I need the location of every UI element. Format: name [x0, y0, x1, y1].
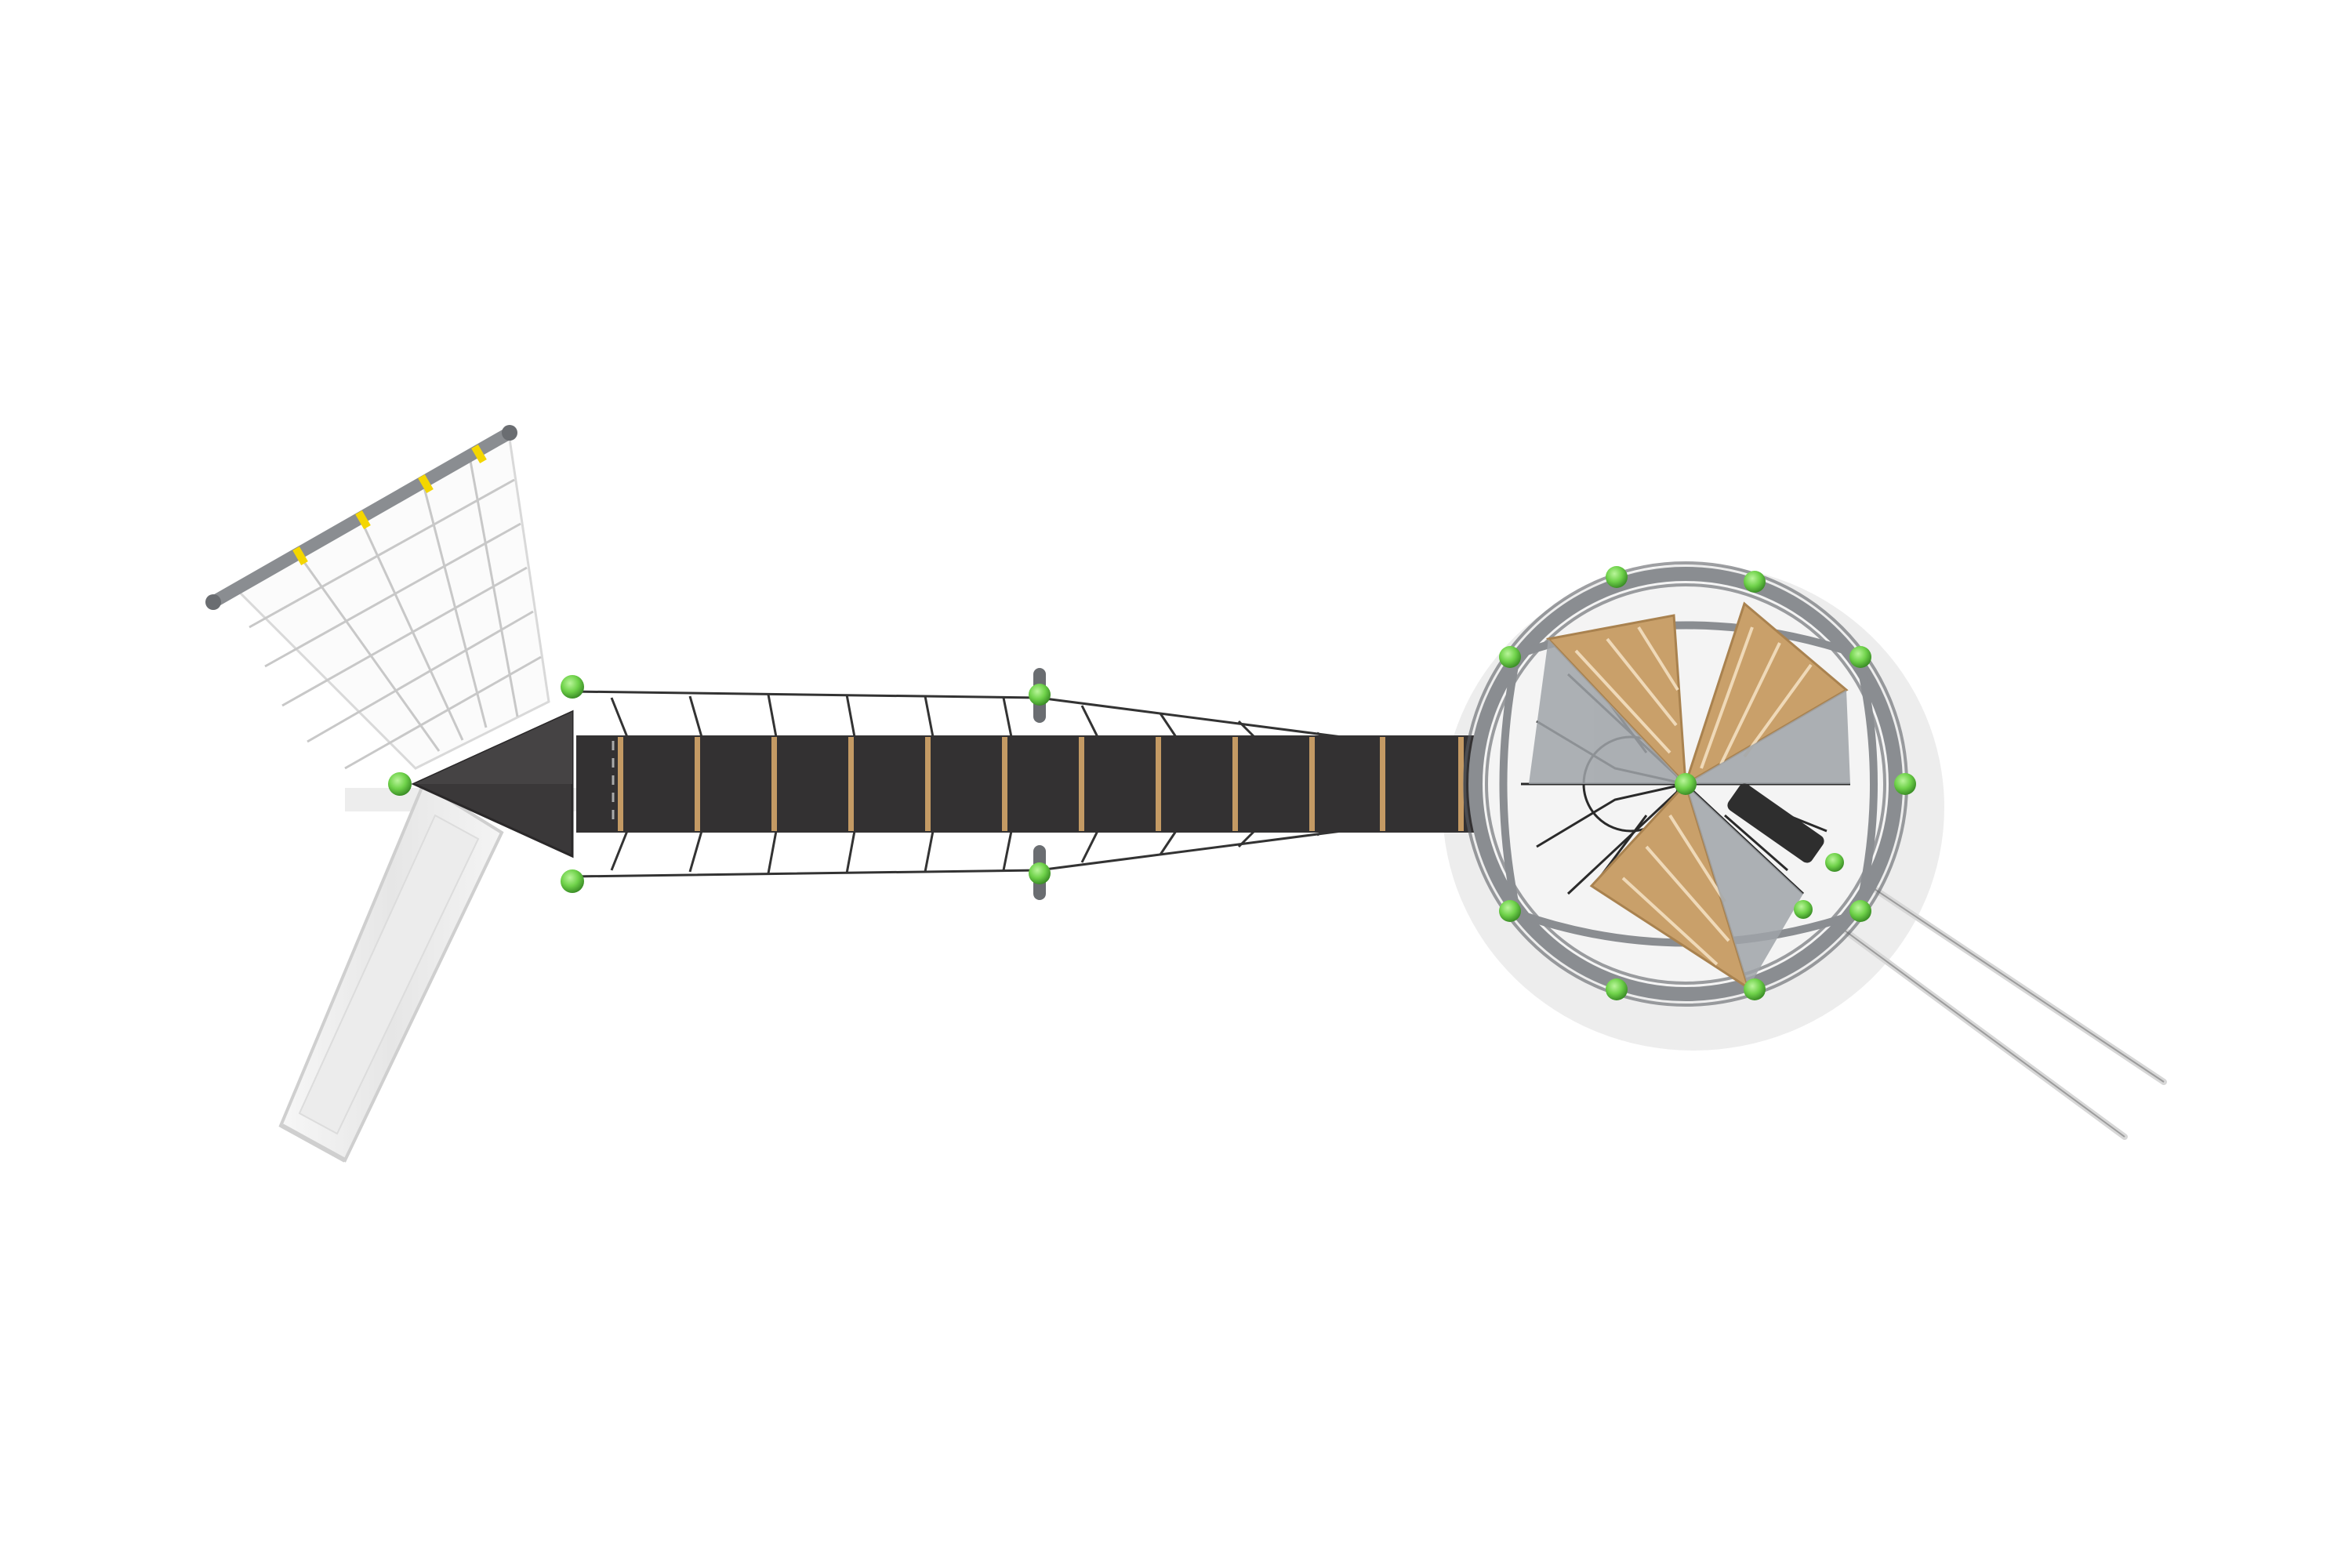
roof-grey-panels [1529, 639, 1850, 988]
post-cap [1744, 571, 1766, 593]
inner-slide-chute [1727, 783, 1824, 863]
post-cap [1675, 773, 1697, 795]
triangle-platform [411, 710, 574, 858]
post-cap [1849, 646, 1871, 668]
post-cap [1794, 900, 1813, 919]
post-cap [561, 675, 584, 699]
post-caps [388, 566, 1916, 1000]
post-cap [1499, 646, 1521, 668]
post-cap [1825, 853, 1844, 872]
post-cap [1849, 900, 1871, 922]
post-cap [1499, 900, 1521, 922]
bar-clamps [292, 444, 487, 566]
post-cap [561, 869, 584, 893]
bridge-planks [618, 737, 1464, 831]
bridge-deck [576, 735, 1494, 833]
slide [278, 782, 504, 1163]
post-cap [1606, 978, 1628, 1000]
mid-posts [1029, 668, 1051, 900]
cargo-climbing-net [205, 425, 550, 770]
post-cap [388, 772, 412, 796]
post-cap [1894, 773, 1916, 795]
post-cap [1744, 978, 1766, 1000]
post-cap [1606, 566, 1628, 588]
